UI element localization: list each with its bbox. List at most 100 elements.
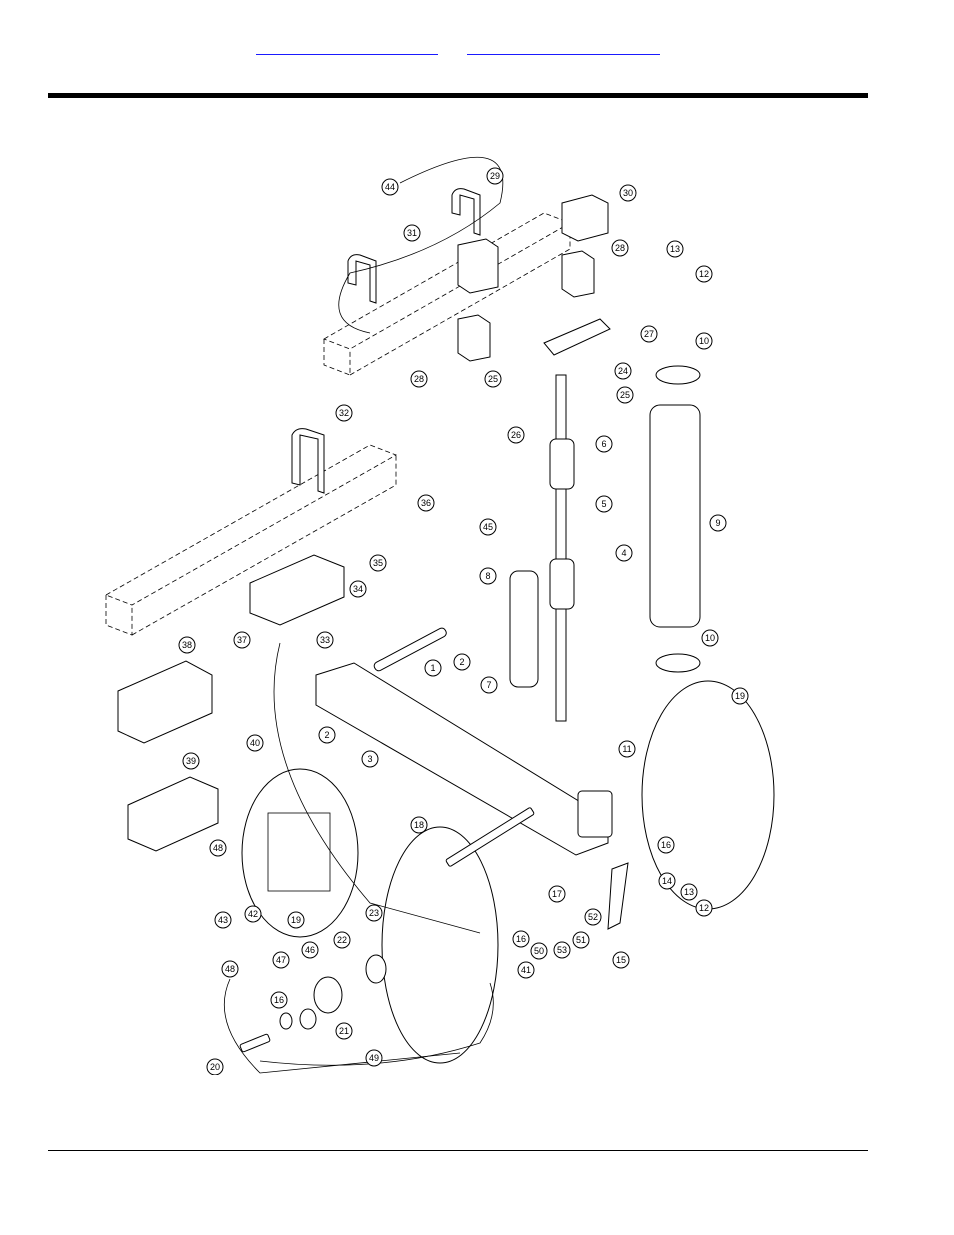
callout-number: 2: [324, 730, 329, 740]
callout-circle: [182, 752, 200, 770]
callout-number: 51: [576, 935, 586, 945]
callout-circle: [244, 905, 262, 923]
callout-circle: [530, 942, 548, 960]
callout-number: 30: [623, 188, 633, 198]
callout-7: 7: [480, 676, 498, 694]
header-rule: [48, 93, 868, 98]
callout-2: 2: [318, 726, 336, 744]
callout-41: 41: [517, 961, 535, 979]
gauge-wheel-40: [241, 768, 359, 938]
callout-25: 25: [484, 370, 502, 388]
callout-48: 48: [221, 960, 239, 978]
clamp-10-lower: [655, 653, 701, 673]
callout-number: 6: [601, 439, 606, 449]
callout-circle: [453, 653, 471, 671]
clevis-27: [543, 318, 611, 356]
callout-number: 46: [305, 945, 315, 955]
frame-3: [315, 662, 609, 856]
callout-20: 20: [206, 1058, 224, 1075]
header-link-2[interactable]: [467, 36, 660, 55]
callout-28: 28: [611, 239, 629, 257]
callout-42: 42: [244, 905, 262, 923]
header-link-1[interactable]: [256, 36, 438, 55]
callout-circle: [480, 676, 498, 694]
callout-number: 53: [557, 945, 567, 955]
callout-12: 12: [695, 265, 713, 283]
callout-number: 12: [699, 269, 709, 279]
callout-number: 26: [511, 430, 521, 440]
callout-12: 12: [695, 899, 713, 917]
callout-number: 19: [291, 915, 301, 925]
callout-45: 45: [479, 518, 497, 536]
callout-31: 31: [403, 224, 421, 242]
callout-number: 43: [218, 915, 228, 925]
callout-number: 38: [182, 640, 192, 650]
boot-9: [649, 404, 701, 628]
callout-number: 10: [699, 336, 709, 346]
callout-47: 47: [272, 951, 290, 969]
callout-circle: [618, 740, 636, 758]
callout-number: 4: [621, 548, 626, 558]
callout-layer: 1223456789101011121213131415161616171819…: [178, 167, 749, 1075]
callout-circle: [615, 544, 633, 562]
callout-38: 38: [178, 636, 196, 654]
callout-number: 5: [601, 499, 606, 509]
callout-18: 18: [410, 816, 428, 834]
callout-circle: [335, 404, 353, 422]
callout-44: 44: [381, 178, 399, 196]
callout-number: 12: [699, 903, 709, 913]
gauge-wheel-hub: [267, 812, 331, 892]
callout-circle: [209, 839, 227, 857]
callout-circle: [479, 518, 497, 536]
callout-circle: [616, 386, 634, 404]
callout-10: 10: [695, 332, 713, 350]
bracket-38: [117, 660, 213, 744]
callout-36: 36: [417, 494, 435, 512]
callout-number: 10: [705, 633, 715, 643]
callout-26: 26: [507, 426, 525, 444]
callout-circle: [417, 494, 435, 512]
callout-circle: [611, 239, 629, 257]
u-bolt-32: [291, 428, 325, 494]
callout-circle: [595, 435, 613, 453]
callout-24: 24: [614, 362, 632, 380]
callout-circle: [553, 941, 571, 959]
callout-circle: [479, 567, 497, 585]
callout-circle: [701, 629, 719, 647]
callout-9: 9: [709, 514, 727, 532]
callout-circle: [484, 370, 502, 388]
callout-number: 45: [483, 522, 493, 532]
callout-6: 6: [595, 435, 613, 453]
callout-48: 48: [209, 839, 227, 857]
callout-number: 14: [662, 876, 672, 886]
callout-circle: [301, 941, 319, 959]
callout-number: 33: [320, 635, 330, 645]
u-bolt-upper-left: [347, 254, 377, 304]
washer-21: [299, 1008, 317, 1030]
callout-28: 28: [410, 370, 428, 388]
callout-circle: [365, 904, 383, 922]
callout-circle: [206, 1058, 224, 1075]
callout-40: 40: [246, 734, 264, 752]
callout-circle: [695, 899, 713, 917]
spring-lower: [549, 558, 575, 610]
callout-circle: [709, 514, 727, 532]
callout-number: 25: [488, 374, 498, 384]
callout-35: 35: [369, 554, 387, 572]
callout-29: 29: [486, 167, 504, 185]
callout-circle: [731, 687, 749, 705]
scraper-15: [607, 862, 629, 930]
callout-13: 13: [680, 883, 698, 901]
callout-number: 3: [367, 754, 372, 764]
callout-circle: [658, 872, 676, 890]
callout-number: 41: [521, 965, 531, 975]
callout-number: 32: [339, 408, 349, 418]
callout-16: 16: [657, 836, 675, 854]
callout-number: 42: [248, 909, 258, 919]
callout-number: 17: [552, 889, 562, 899]
callout-27: 27: [640, 325, 658, 343]
callout-number: 2: [459, 657, 464, 667]
callout-circle: [657, 836, 675, 854]
callout-50: 50: [530, 942, 548, 960]
callout-circle: [349, 580, 367, 598]
